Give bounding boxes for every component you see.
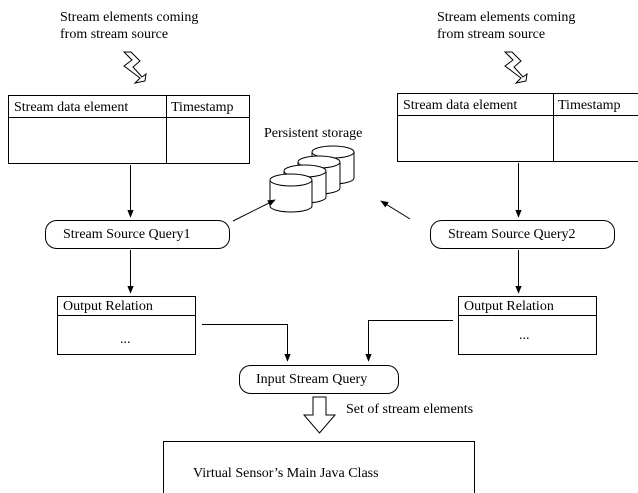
input-stream-query-label: Input Stream Query <box>256 372 368 387</box>
input-stream-query-box <box>239 365 399 394</box>
right-output-to-input-query-arrow <box>365 320 453 362</box>
stream-source-query1-box <box>45 220 230 249</box>
right-output-relation-box <box>458 296 597 355</box>
right-table-col-timestamp: Timestamp <box>558 98 621 113</box>
left-output-relation-box <box>57 296 196 355</box>
stream-source-query2-label: Stream Source Query2 <box>448 227 576 242</box>
main-java-class-box <box>163 441 475 493</box>
left-stream-caption-line1: Stream elements coming <box>60 10 199 25</box>
left-table-col-data: Stream data element <box>14 100 129 115</box>
left-output-relation-title: Output Relation <box>63 299 153 314</box>
persistent-storage-icon <box>269 145 355 213</box>
left-stream-squiggle-arrow <box>122 51 147 84</box>
left-table-col-timestamp: Timestamp <box>171 100 234 115</box>
stream-source-query1-label: Stream Source Query1 <box>63 227 191 242</box>
left-stream-caption-line2: from stream source <box>60 27 169 42</box>
right-table-col-data: Stream data element <box>403 98 518 113</box>
persistent-storage-label: Persistent storage <box>264 126 363 141</box>
right-output-relation-body: ... <box>519 328 530 343</box>
left-output-to-input-query-arrow <box>202 324 291 362</box>
stream-source-query2-box <box>430 220 615 249</box>
right-stream-caption-line2: from stream source <box>437 27 546 42</box>
left-stream-table <box>8 95 250 164</box>
right-stream-table <box>397 93 638 162</box>
set-of-stream-elements-label: Set of stream elements <box>346 402 474 417</box>
right-output-relation-title: Output Relation <box>464 299 554 314</box>
left-output-relation-body: ... <box>120 332 131 347</box>
left-query-to-storage-arrow <box>232 199 276 222</box>
right-stream-caption-line1: Stream elements coming <box>437 10 576 25</box>
main-java-class-label: Virtual Sensor’s Main Java Class <box>193 466 379 481</box>
right-query-to-storage-arrow <box>380 200 411 220</box>
right-stream-squiggle-arrow <box>503 51 528 84</box>
set-of-stream-elements-arrow <box>302 396 337 434</box>
